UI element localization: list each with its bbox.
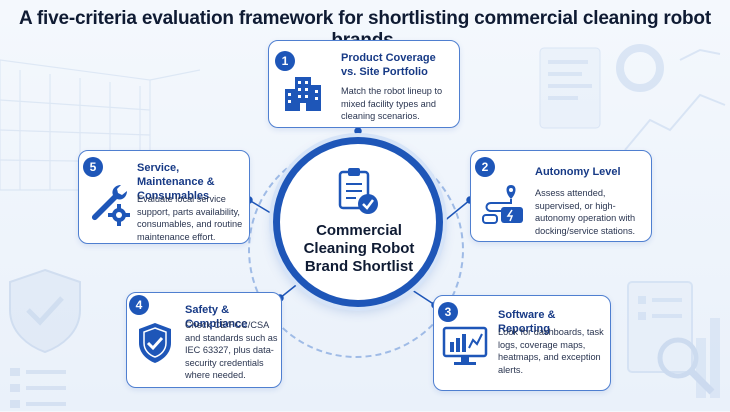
dashboard-monitor-icon: [442, 326, 488, 365]
criterion-number-badge: 2: [475, 157, 495, 177]
criterion-number-badge: 3: [438, 302, 458, 322]
criterion-description: Assess attended, supervised, or high-aut…: [535, 188, 636, 236]
criterion-title: Software & Reporting: [498, 309, 556, 335]
wrench-gear-icon: [91, 185, 130, 226]
shield-check-icon: [139, 323, 171, 363]
criterion-card-5: 5 Service, Maintenance & Consumables Eva…: [78, 150, 250, 244]
criterion-title: Autonomy Level: [535, 166, 621, 178]
criterion-card-4: 4 Safety & Compliance Check CE/FCC/CSA a…: [126, 292, 282, 388]
criterion-description: Evaluate local service support, parts av…: [137, 194, 243, 242]
criterion-card-3: 3 Software & Reporting Look for dashboar…: [433, 295, 611, 391]
criterion-title: Safety & Compliance: [185, 304, 248, 330]
office-building-icon: [285, 77, 321, 111]
route-dock-icon: [482, 185, 523, 224]
criterion-title: Service, Maintenance & Consumables: [137, 162, 215, 202]
criterion-number-badge: 1: [275, 51, 295, 71]
criterion-number-badge: 4: [129, 295, 149, 315]
criterion-description: Look for dashboards, task logs, coverage…: [498, 327, 604, 375]
criterion-number-badge: 5: [83, 157, 103, 177]
criterion-card-1: 1 Product Coverage vs. Site Portfolio Ma…: [268, 40, 460, 128]
criterion-description: Match the robot lineup to mixed facility…: [341, 86, 443, 121]
clipboard-check-icon: [338, 168, 378, 214]
criterion-title: Product Coverage vs. Site Portfolio: [341, 52, 436, 78]
central-hub: Commercial Cleaning Robot Brand Shortlis…: [273, 137, 443, 307]
criterion-card-2: 2 Autonomy Level Assess attended, superv…: [470, 150, 652, 242]
hub-title: Commercial Cleaning Robot Brand Shortlis…: [303, 222, 415, 275]
criterion-description: Check CE/FCC/CSA and standards such as I…: [185, 320, 278, 380]
